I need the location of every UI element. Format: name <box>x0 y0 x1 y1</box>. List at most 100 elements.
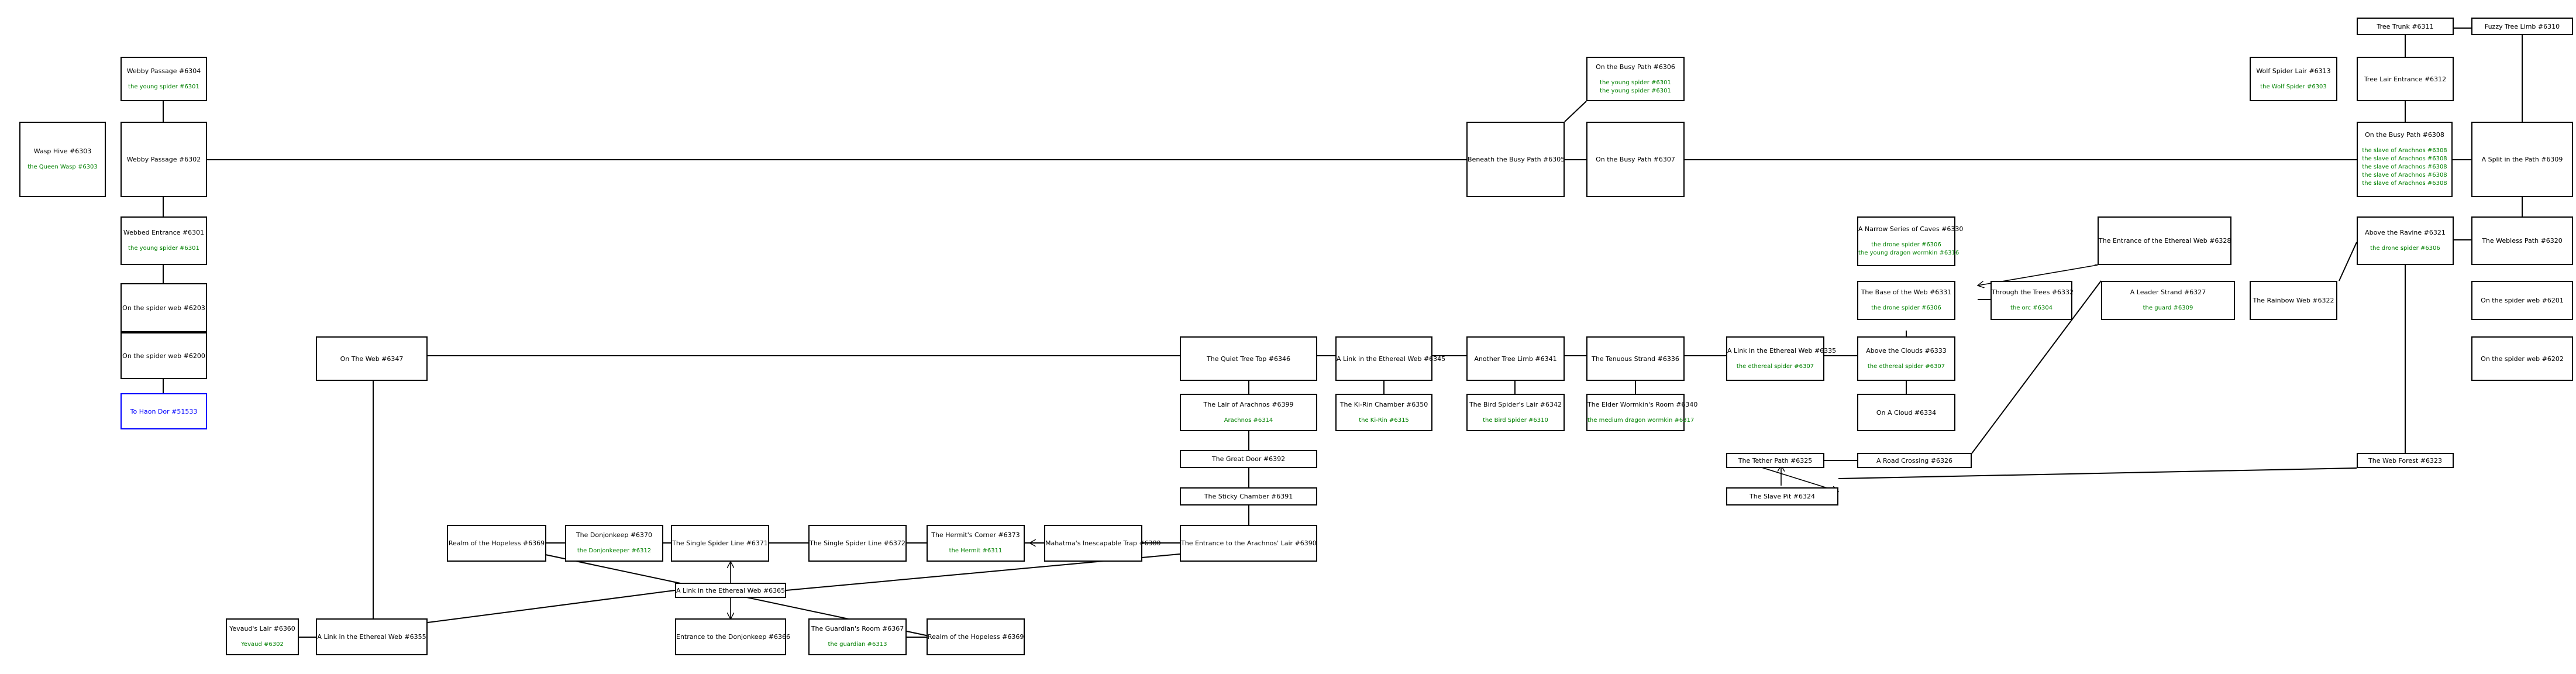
room-title: On the Busy Path #6308 <box>2365 131 2444 139</box>
mob-entry: the ethereal spider #6307 <box>1867 363 1945 370</box>
room-title: A Narrow Series of Caves #6330 <box>1858 225 1964 233</box>
room-title: The Entrance of the Ethereal Web #6328 <box>2099 237 2231 245</box>
mob-list: the Ki-Rin #6315 <box>1337 417 1431 425</box>
mob-list: the Donjonkeeper #6312 <box>566 547 662 555</box>
room-title: The Webless Path #6320 <box>2482 237 2563 245</box>
mob-list: Yevaud #6302 <box>227 641 298 649</box>
room-title: To Haon Dor #51533 <box>130 407 198 415</box>
mob-list: the orc #6304 <box>1992 304 2071 312</box>
room-title: Another Tree Limb #6341 <box>1474 355 1557 363</box>
room-the-webless-path-6320: The Webless Path #6320 <box>2471 216 2573 265</box>
room-entrance-to-the-donjonkeep-6366: Entrance to the Donjonkeep #6366 <box>675 618 791 655</box>
mob-list: the guardian #6313 <box>810 641 905 649</box>
mob-entry: the slave of Arachnos #6308 <box>2362 147 2447 154</box>
room-mahatma-s-inescapable-trap-6380: Mahatma's Inescapable Trap #6380 <box>1044 525 1161 562</box>
room-title: The Base of the Web #6331 <box>1861 288 1952 296</box>
room-title: The Bird Spider's Lair #6342 <box>1469 400 1562 408</box>
room-title: The Tenuous Strand #6336 <box>1592 355 1679 363</box>
mob-entry: the drone spider #6306 <box>1871 305 1941 311</box>
mob-entry: the young spider #6301 <box>128 83 199 90</box>
room-title: On A Cloud #6334 <box>1876 408 1937 417</box>
mob-entry: the slave of Arachnos #6308 <box>2362 172 2447 178</box>
mob-entry: Yevaud #6302 <box>241 641 284 648</box>
room-the-single-spider-line-6371: The Single Spider Line #6371 <box>671 525 769 562</box>
mob-entry: the Hermit #6311 <box>949 548 1003 554</box>
mob-entry: the young dragon wormkin #6316 <box>1858 250 1959 256</box>
room-realm-of-the-hopeless-6369: Realm of the Hopeless #6369 <box>927 618 1025 655</box>
room-title: Webby Passage #6304 <box>126 67 201 75</box>
mob-list: the ethereal spider #6307 <box>1727 363 1823 371</box>
exit-link-to-haon-dor-51533[interactable]: To Haon Dor #51533 <box>120 393 207 429</box>
mob-entry: the slave of Arachnos #6308 <box>2362 156 2447 162</box>
room-title: A Link in the Ethereal Web #6345 <box>1337 355 1446 363</box>
room-title: Fuzzy Tree Limb #6310 <box>2484 22 2560 30</box>
room-title: On the spider web #6203 <box>122 304 205 312</box>
mob-entry: the guard #6309 <box>2143 305 2193 311</box>
room-title: Webbed Entrance #6301 <box>123 229 205 236</box>
room-title: A Link in the Ethereal Web #6355 <box>317 633 426 641</box>
room-on-the-spider-web-6200: On the spider web #6200 <box>120 332 207 379</box>
mob-entry: the guardian #6313 <box>828 641 887 648</box>
room-title: The Web Forest #6323 <box>2368 456 2442 465</box>
room-title: Entrance to the Donjonkeep #6366 <box>676 633 791 641</box>
room-above-the-ravine-6321: Above the Ravine #6321 the drone spider #… <box>2357 216 2454 265</box>
room-title: On the Busy Path #6307 <box>1596 156 1675 163</box>
mob-entry: the slave of Arachnos #6308 <box>2362 164 2447 170</box>
room-on-a-cloud-6334: On A Cloud #6334 <box>1857 394 1955 431</box>
room-the-slave-pit-6324: The Slave Pit #6324 <box>1726 487 1838 506</box>
room-title: The Great Door #6392 <box>1211 455 1286 463</box>
room-a-road-crossing-6326: A Road Crossing #6326 <box>1857 453 1972 468</box>
room-a-leader-strand-6327: A Leader Strand #6327 the guard #6309 <box>2101 281 2235 320</box>
room-title: The Sticky Chamber #6391 <box>1204 493 1293 500</box>
room-the-tether-path-6325: The Tether Path #6325 <box>1726 453 1824 468</box>
mob-list: the guard #6309 <box>2102 304 2234 312</box>
room-the-base-of-the-web-6331: The Base of the Web #6331 the drone spide… <box>1857 281 1955 320</box>
room-title: The Rainbow Web #6322 <box>2253 297 2334 304</box>
mob-entry: the young spider #6301 <box>1600 79 1671 86</box>
room-on-the-busy-path-6308: On the Busy Path #6308 the slave of Arach… <box>2357 122 2453 197</box>
room-title: The Ki-Rin Chamber #6350 <box>1339 400 1428 408</box>
room-title: Tree Trunk #6311 <box>2377 22 2434 30</box>
room-on-the-spider-web-6203: On the spider web #6203 <box>120 283 207 332</box>
mob-entry: the Donjonkeeper #6312 <box>577 548 652 554</box>
room-title: Through the Trees #6332 <box>1992 288 2074 296</box>
mob-list: the Queen Wasp #6303 <box>20 163 105 171</box>
room-the-great-door-6392: The Great Door #6392 <box>1180 450 1317 468</box>
room-title: Yevaud's Lair #6360 <box>229 625 295 632</box>
room-title: The Elder Wormkin's Room #6340 <box>1587 400 1698 408</box>
room-the-tenuous-strand-6336: The Tenuous Strand #6336 <box>1586 336 1685 381</box>
room-title: Above the Clouds #6333 <box>1866 346 1947 355</box>
mob-entry: the orc #6304 <box>2010 305 2053 311</box>
room-the-rainbow-web-6322: The Rainbow Web #6322 <box>2250 281 2337 320</box>
room-title: On The Web #6347 <box>340 355 404 363</box>
room-title: A Leader Strand #6327 <box>2130 288 2206 296</box>
room-beneath-the-busy-path-6305: Beneath the Busy Path #6305 <box>1466 122 1565 197</box>
mob-list: the drone spider #6306 <box>1858 304 1954 312</box>
room-the-sticky-chamber-6391: The Sticky Chamber #6391 <box>1180 487 1317 506</box>
room-the-quiet-tree-top-6346: The Quiet Tree Top #6346 <box>1180 336 1317 381</box>
room-title: Tree Lair Entrance #6312 <box>2364 75 2447 83</box>
mob-list: the Wolf Spider #6303 <box>2251 83 2336 91</box>
room-a-link-in-the-ethereal-web-6345: A Link in the Ethereal Web #6345 <box>1335 336 1446 381</box>
room-the-entrance-to-the-arachnos-lair-6390: The Entrance to the Arachnos' Lair #6390 <box>1180 525 1317 562</box>
room-title: A Link in the Ethereal Web #6335 <box>1727 346 1837 355</box>
room-title: The Quiet Tree Top #6346 <box>1207 355 1290 363</box>
room-title: Realm of the Hopeless #6369 <box>448 539 545 547</box>
room-the-entrance-of-the-ethereal-web-6328: The Entrance of the Ethereal Web #6328 <box>2098 216 2231 265</box>
mob-list: the drone spider #6306 <box>2358 245 2453 253</box>
mob-entry: the medium dragon wormkin #6317 <box>1587 417 1695 424</box>
room-title: On the spider web #6201 <box>2481 297 2564 304</box>
room-title: Above the Ravine #6321 <box>2365 229 2446 236</box>
room-on-the-spider-web-6202: On the spider web #6202 <box>2471 336 2573 381</box>
room-title: The Single Spider Line #6371 <box>672 539 768 547</box>
room-realm-of-the-hopeless-6369: Realm of the Hopeless #6369 <box>447 525 546 562</box>
room-title: Wasp Hive #6303 <box>33 147 92 155</box>
mob-list: the slave of Arachnos #6308 the slave of … <box>2358 147 2451 188</box>
